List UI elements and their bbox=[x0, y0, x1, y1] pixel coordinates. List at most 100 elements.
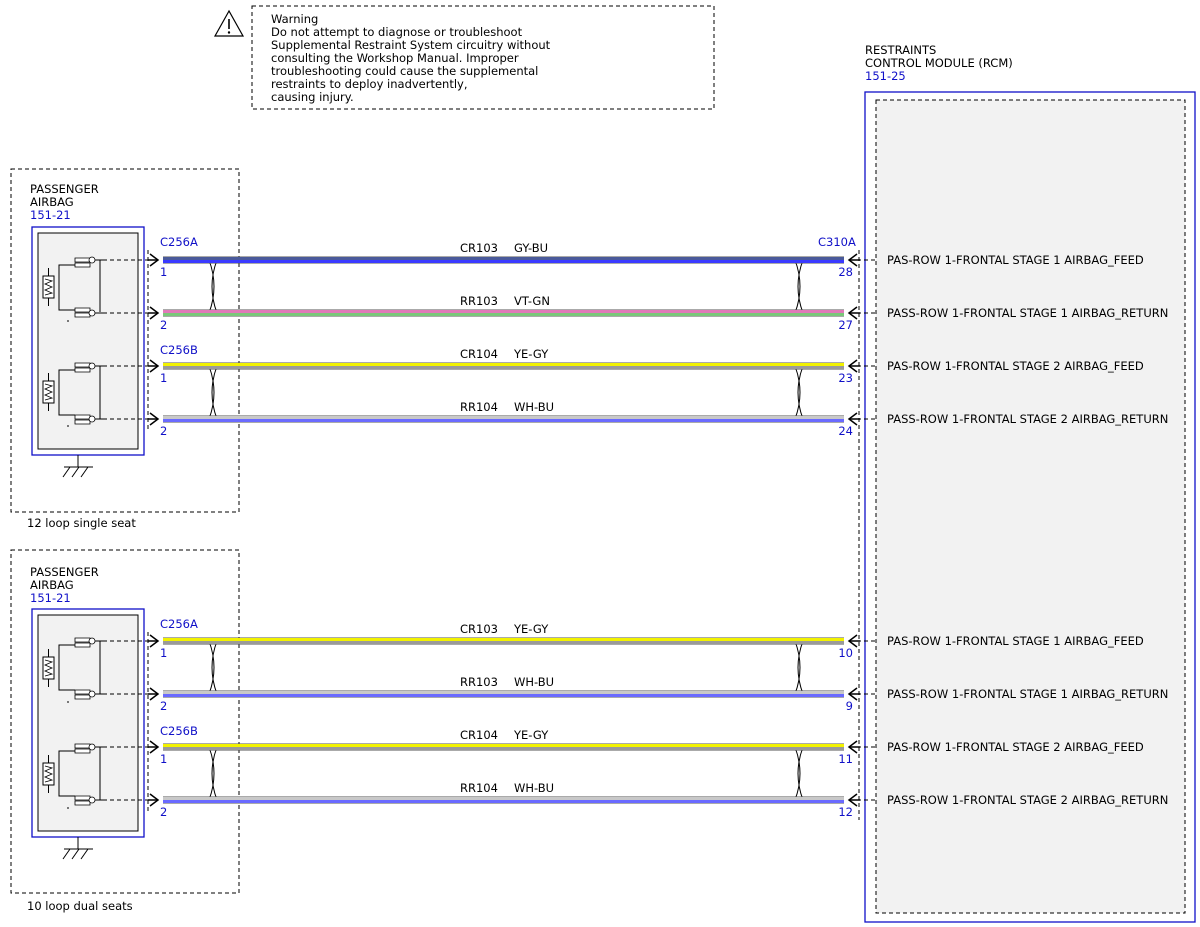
color-code-label: GY-BU bbox=[514, 241, 548, 255]
color-code-label: VT-GN bbox=[514, 294, 550, 308]
signal-label: PASS-ROW 1-FRONTAL STAGE 2 AIRBAG_RETURN bbox=[887, 412, 1168, 426]
wire-cr103: CR103 YE-GY 1 10 PAS-ROW 1-FRONTAL STAGE 1 A… bbox=[103, 622, 1144, 660]
rcm-pin-label: 12 bbox=[838, 805, 853, 819]
airbag-outer-frame bbox=[31, 608, 145, 838]
twisted-pair-icon bbox=[794, 640, 804, 695]
wire-tracer bbox=[163, 747, 844, 750]
signal-label: PASS-ROW 1-FRONTAL STAGE 1 AIRBAG_RETURN bbox=[887, 687, 1168, 701]
warning-box bbox=[251, 5, 715, 110]
component-ref: 151-21 bbox=[30, 208, 71, 222]
twisted-pair-icon bbox=[794, 746, 804, 801]
twisted-pair-icon bbox=[208, 640, 218, 695]
circuit-label: RR104 bbox=[460, 781, 498, 795]
section-caption: 10 loop dual seats bbox=[27, 899, 133, 913]
wire-tracer bbox=[163, 641, 844, 644]
wire-body bbox=[163, 257, 844, 260]
wire-body bbox=[163, 363, 844, 366]
twisted-pair-icon bbox=[794, 365, 804, 420]
rcm-pin-label: 23 bbox=[838, 371, 853, 385]
wire-tracer bbox=[163, 366, 844, 369]
left-pin-label: 1 bbox=[160, 371, 167, 385]
rcm-pin-label: 9 bbox=[846, 699, 853, 713]
component-name-line1: PASSENGER bbox=[30, 565, 99, 579]
rcm-module: RESTRAINTS CONTROL MODULE (RCM) 151-25 C… bbox=[818, 43, 1196, 923]
section-12-loop: PASSENGER AIRBAG 151-21 12 loop single s… bbox=[10, 168, 1168, 530]
color-code-label: YE-GY bbox=[513, 622, 549, 636]
section-10-loop: PASSENGER AIRBAG 151-21 10 loop dual sea… bbox=[10, 549, 1168, 913]
signal-label: PASS-ROW 1-FRONTAL STAGE 2 AIRBAG_RETURN bbox=[887, 793, 1168, 807]
twisted-pair-icon bbox=[208, 746, 218, 801]
wire-body bbox=[163, 744, 844, 747]
wire-tracer bbox=[163, 800, 844, 803]
color-code-label: YE-GY bbox=[513, 728, 549, 742]
twisted-pair-icon bbox=[794, 259, 804, 314]
left-pin-label: 2 bbox=[160, 424, 167, 438]
twisted-pair-icon bbox=[208, 365, 218, 420]
wire-body bbox=[163, 638, 844, 641]
connector-a-label: C256A bbox=[160, 617, 198, 631]
wire-tracer bbox=[163, 260, 844, 263]
left-pin-label: 1 bbox=[160, 646, 167, 660]
warning-line: consulting the Workshop Manual. Improper bbox=[271, 51, 519, 65]
circuit-label: RR103 bbox=[460, 294, 498, 308]
airbag-outer-frame bbox=[31, 226, 145, 456]
section-caption: 12 loop single seat bbox=[27, 516, 136, 530]
warning-note: Warning Do not attempt to diagnose or tr… bbox=[213, 5, 715, 110]
warning-title: Warning bbox=[271, 12, 318, 26]
wire-body bbox=[163, 416, 844, 419]
connector-a-label: C256A bbox=[160, 235, 198, 249]
wire-body bbox=[163, 797, 844, 800]
warning-line: causing injury. bbox=[271, 90, 354, 104]
warning-line: restraints to deploy inadvertently, bbox=[271, 77, 468, 91]
squib-loop bbox=[42, 256, 103, 322]
component-ref: 151-21 bbox=[30, 591, 71, 605]
squib-loop bbox=[42, 362, 103, 427]
squib-loop bbox=[42, 637, 103, 703]
color-code-label: WH-BU bbox=[514, 400, 554, 414]
ground-icon bbox=[62, 837, 93, 860]
warning-icon bbox=[213, 9, 245, 37]
rcm-outer-frame bbox=[864, 91, 1196, 923]
signal-label: PAS-ROW 1-FRONTAL STAGE 1 AIRBAG_FEED bbox=[887, 634, 1144, 648]
circuit-label: CR103 bbox=[460, 622, 498, 636]
left-pin-label: 1 bbox=[160, 752, 167, 766]
wire-body bbox=[163, 691, 844, 694]
component-name-line2: AIRBAG bbox=[30, 195, 74, 209]
component-name-line2: AIRBAG bbox=[30, 578, 74, 592]
signal-label: PAS-ROW 1-FRONTAL STAGE 2 AIRBAG_FEED bbox=[887, 740, 1144, 754]
left-pin-label: 1 bbox=[160, 265, 167, 279]
wire-body bbox=[163, 310, 844, 313]
wire-tracer bbox=[163, 313, 844, 316]
left-pin-label: 2 bbox=[160, 699, 167, 713]
warning-line: troubleshooting could cause the suppleme… bbox=[271, 64, 538, 78]
connector-b-label: C256B bbox=[160, 724, 198, 738]
section-frame bbox=[10, 549, 240, 894]
signal-label: PASS-ROW 1-FRONTAL STAGE 1 AIRBAG_RETURN bbox=[887, 306, 1168, 320]
twisted-pair-icon bbox=[208, 259, 218, 314]
rcm-ref: 151-25 bbox=[865, 69, 906, 83]
warning-line: Do not attempt to diagnose or troublesho… bbox=[271, 25, 523, 39]
circuit-label: RR104 bbox=[460, 400, 498, 414]
circuit-label: RR103 bbox=[460, 675, 498, 689]
rcm-connector-label: C310A bbox=[818, 235, 856, 249]
rcm-pin-label: 10 bbox=[838, 646, 853, 660]
circuit-label: CR103 bbox=[460, 241, 498, 255]
squib-loop bbox=[42, 743, 103, 809]
section-frame bbox=[10, 168, 240, 513]
circuit-label: CR104 bbox=[460, 728, 498, 742]
warning-line: Supplemental Restraint System circuitry … bbox=[271, 38, 551, 52]
left-pin-label: 2 bbox=[160, 318, 167, 332]
rcm-inner-body bbox=[875, 99, 1186, 914]
airbag-inner-body bbox=[37, 614, 139, 832]
component-name-line1: PASSENGER bbox=[30, 182, 99, 196]
signal-label: PAS-ROW 1-FRONTAL STAGE 1 AIRBAG_FEED bbox=[887, 253, 1144, 267]
rcm-name-line1: RESTRAINTS bbox=[865, 43, 936, 57]
